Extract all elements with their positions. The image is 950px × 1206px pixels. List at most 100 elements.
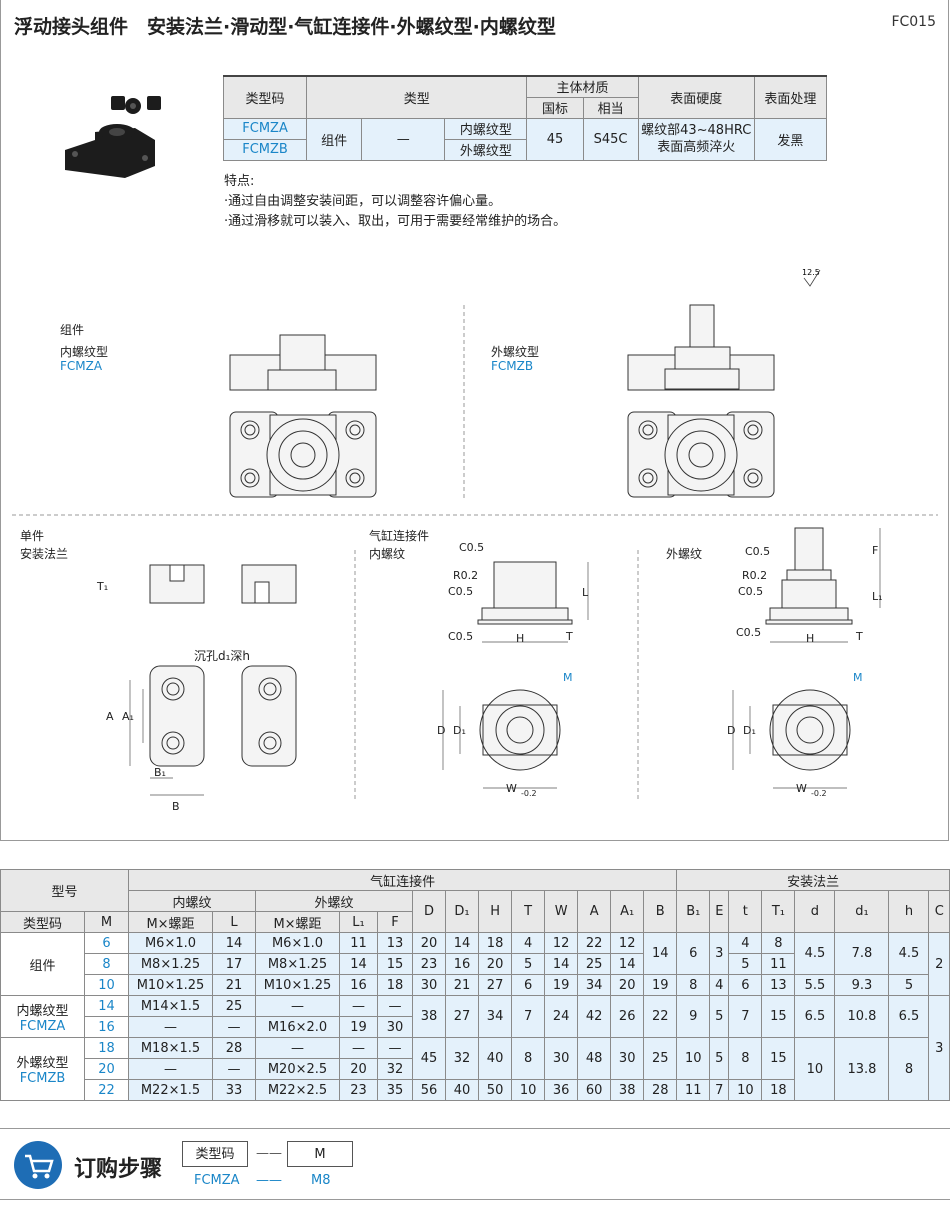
cell: —: [255, 1037, 340, 1059]
part-drawings: A A₁ B B₁ T₁ C0.5 R0.2 C0.5 C0.5 H L T D…: [96, 527, 883, 813]
cell-m: 10: [84, 974, 129, 996]
cell: M16×2.0: [255, 1016, 340, 1038]
cell: 21: [445, 974, 480, 996]
th-T: T: [511, 890, 546, 933]
order-example-dash: ——: [256, 1173, 282, 1188]
cell: 24: [544, 995, 579, 1038]
cell: 36: [544, 1079, 579, 1101]
th-flange: 安装法兰: [676, 869, 950, 891]
cell: 13: [377, 932, 413, 954]
cell: 30: [411, 974, 447, 996]
cell: 28: [212, 1037, 256, 1059]
cell: 56: [411, 1079, 447, 1101]
label-cyl-outer: 外螺纹: [666, 547, 703, 561]
cell: 14: [339, 953, 378, 975]
cell: M6×1.0: [128, 932, 213, 954]
th-m: M: [84, 911, 129, 933]
svg-text:C0.5: C0.5: [448, 585, 473, 598]
th-hardness: 表面硬度: [637, 75, 755, 119]
cell: 18: [377, 974, 413, 996]
cell: 4: [511, 932, 546, 954]
cell: 7: [511, 995, 546, 1038]
cell: 6: [676, 932, 711, 975]
group-label: 组件: [0, 932, 85, 996]
features-title: 特点:: [224, 174, 255, 189]
cell: 6.5: [888, 995, 930, 1038]
order-dash: ——: [256, 1146, 282, 1161]
cell: 14: [610, 953, 645, 975]
order-box-typecode: 类型码: [182, 1141, 248, 1167]
thread-cell: 外螺纹型: [444, 138, 528, 161]
type-code-cell: FCMZA: [222, 117, 308, 140]
label-single: 单件: [20, 529, 45, 543]
cell: 13.8: [834, 1037, 890, 1101]
cell-m: 18: [84, 1037, 129, 1059]
cell: 20: [339, 1058, 378, 1080]
cell: 45: [411, 1037, 447, 1080]
hardness-line2: 表面高频淬火: [657, 140, 736, 155]
svg-text:B₁: B₁: [154, 766, 166, 779]
cell: 21: [212, 974, 256, 996]
cell: M22×2.5: [255, 1079, 340, 1101]
th-B1: B₁: [676, 890, 711, 933]
cell: M8×1.25: [255, 953, 340, 975]
svg-text:H: H: [516, 632, 524, 645]
svg-text:D₁: D₁: [453, 724, 466, 737]
svg-text:L₁: L₁: [872, 590, 883, 603]
cell: 3: [709, 932, 730, 975]
cell: 23: [339, 1079, 378, 1101]
cell: —: [339, 1037, 378, 1059]
cell: 14: [544, 953, 579, 975]
th-mp2: M×螺距: [255, 911, 340, 933]
cell: 48: [577, 1037, 612, 1080]
cell: 8: [676, 974, 711, 996]
cell: 2: [928, 932, 950, 996]
roughness-symbol: 12.5: [802, 268, 821, 287]
cell: 9.3: [834, 974, 890, 996]
svg-text:W: W: [796, 782, 807, 795]
th-equiv: 相当: [582, 96, 639, 119]
cell-m: 16: [84, 1016, 129, 1038]
svg-text:D: D: [727, 724, 735, 737]
label-cyl-inner: 内螺纹: [369, 547, 406, 561]
svg-text:D: D: [437, 724, 445, 737]
svg-text:C0.5: C0.5: [448, 630, 473, 643]
svg-text:F: F: [872, 544, 878, 557]
svg-text:B: B: [172, 800, 180, 813]
cell: 16: [339, 974, 378, 996]
cell: 30: [544, 1037, 579, 1080]
cell: 19: [544, 974, 579, 996]
cell: M8×1.25: [128, 953, 213, 975]
label-flange: 安装法兰: [20, 547, 69, 561]
svg-text:C0.5: C0.5: [745, 545, 770, 558]
cell-m: 22: [84, 1079, 129, 1101]
cell: —: [128, 1058, 213, 1080]
svg-text:L: L: [582, 586, 589, 599]
svg-text:R0.2: R0.2: [453, 569, 478, 582]
th-d1: d₁: [834, 890, 890, 933]
svg-text:M: M: [563, 671, 573, 684]
order-title: 订购步骤: [74, 1157, 163, 1182]
cell: 15: [761, 995, 796, 1038]
cell: 38: [610, 1079, 645, 1101]
cell: 30: [610, 1037, 645, 1080]
cell: 4.5: [888, 932, 930, 975]
cell: 13: [761, 974, 796, 996]
inner-label: 内螺纹型: [16, 1003, 69, 1019]
cell: 14: [643, 932, 678, 975]
cell: 6.5: [794, 995, 836, 1038]
cell: 17: [212, 953, 256, 975]
hardness-line1: 螺纹部43~48HRC: [641, 123, 752, 138]
label-cyl: 气缸连接件: [369, 529, 430, 543]
cell: 3: [928, 995, 950, 1101]
cell: M22×1.5: [128, 1079, 213, 1101]
product-code: FC015: [891, 14, 936, 30]
th-W: W: [544, 890, 579, 933]
th-d: d: [794, 890, 836, 933]
cell: 34: [577, 974, 612, 996]
th-f: F: [377, 911, 413, 933]
cell: 5.5: [794, 974, 836, 996]
cell: —: [377, 995, 413, 1017]
svg-text:T: T: [565, 630, 573, 643]
cell: 32: [377, 1058, 413, 1080]
